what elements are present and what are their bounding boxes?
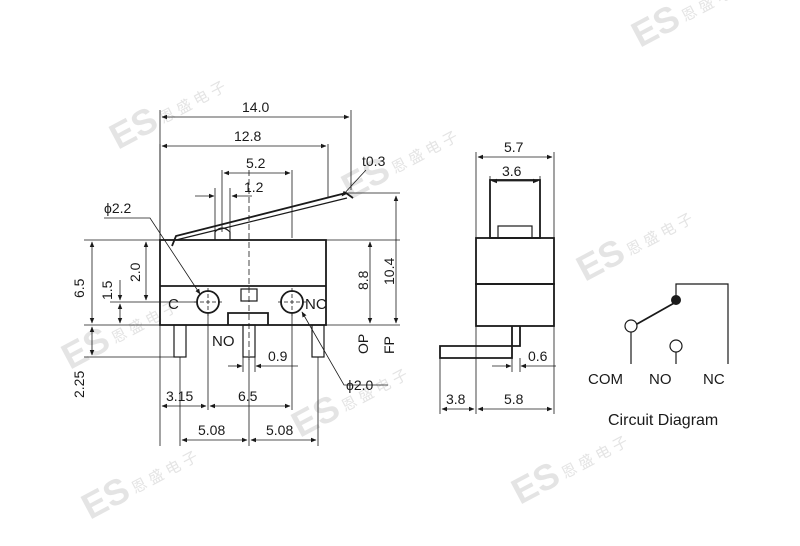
terminal-c-label: C: [168, 296, 179, 313]
watermark-company: 恩 盛 电 子: [389, 128, 461, 177]
watermark-3: ES 恩 盛 电 子: [625, 0, 751, 55]
side-ext-pin: [511, 358, 521, 372]
dim-side-pin-offset: 3.8: [446, 391, 466, 407]
side-bent-pin: [439, 326, 521, 359]
dim-side-plunger-width: 3.6: [502, 163, 522, 179]
side-plunger-base: [497, 225, 533, 239]
hole-center-left: [194, 288, 222, 316]
lever-arm: [171, 192, 354, 247]
ext-pin-width: [242, 357, 256, 372]
dim-pitch-left: 5.08: [198, 422, 225, 438]
hole-center-right: [278, 288, 306, 316]
dim-hole-to-top: 2.0: [127, 262, 143, 282]
pin-nc: [311, 324, 325, 358]
side-ext-top: [475, 152, 555, 238]
dim-hole-center-height: 1.5: [99, 280, 115, 300]
watermark-7: ES 恩 盛 电 子: [505, 433, 631, 512]
label-fp: FP: [381, 336, 397, 354]
watermark-1: ES 恩 盛 电 子: [103, 78, 229, 157]
dim-actuator-width: 1.2: [244, 179, 264, 195]
dim-mount-hole-diameter: ϕ2.2: [104, 200, 132, 216]
front-view: C NC NO 14.0 12.8 5.2 1.2 t0.3 ϕ2.2 6.5 …: [71, 99, 400, 446]
dim-hole-spacing: 6.5: [238, 388, 258, 404]
side-body-lower: [475, 283, 555, 327]
dim-op-height: 8.8: [355, 270, 371, 290]
dim-actuator-offset: 5.2: [246, 155, 266, 171]
watermark-logo: ES: [55, 318, 117, 377]
watermark-8: ES 恩 盛 电 子: [75, 448, 201, 527]
terminal-nc-label: NC: [305, 296, 327, 313]
extension-lines-left: [84, 239, 196, 358]
circuit-com-terminal: [624, 319, 638, 333]
extension-lines-actuator: [221, 170, 293, 238]
side-ext-bottom: [439, 326, 555, 414]
leader-mount-hole: [104, 217, 201, 295]
dim-body-height: 6.5: [71, 278, 87, 298]
label-op: OP: [355, 334, 371, 354]
side-view: 5.7 3.6 0.6 3.8 5.8: [439, 139, 556, 414]
dim-lever-length: 12.8: [234, 128, 261, 144]
watermark-logo: ES: [75, 468, 137, 527]
dim-pin-offset: 3.15: [166, 388, 193, 404]
ext-actuator-width: [214, 188, 231, 232]
dim-pitch-right: 5.08: [266, 422, 293, 438]
watermark-logo: ES: [505, 453, 567, 512]
watermark-logo: ES: [625, 0, 687, 55]
leader-pin-hole: [301, 311, 388, 386]
watermark-company: 恩 盛 电 子: [129, 448, 201, 497]
lever-arm-edge: [175, 197, 348, 241]
body-notch: [227, 312, 269, 325]
watermark-logo: ES: [570, 230, 632, 289]
dim-lever-thickness: t0.3: [362, 153, 386, 169]
watermark-company: 恩 盛 电 子: [679, 0, 751, 25]
watermark-logo: ES: [285, 386, 347, 445]
pin-com: [173, 324, 187, 358]
circuit-diagram: COM NO NC Circuit Diagram: [588, 283, 729, 429]
watermark-company: 恩 盛 电 子: [624, 210, 696, 259]
dim-side-body-depth: 5.8: [504, 391, 524, 407]
circuit-no-label: NO: [649, 371, 672, 388]
dim-fp-height: 10.4: [381, 258, 397, 285]
circuit-no-terminal: [669, 339, 683, 353]
extension-lines-bottom: [159, 313, 319, 446]
circuit-com-label: COM: [588, 371, 623, 388]
extension-lines-lever: [159, 144, 329, 240]
dim-pin-length: 2.25: [71, 371, 87, 398]
side-body-upper: [475, 237, 555, 285]
circuit-nc-wire: [675, 283, 729, 364]
circuit-nc-label: NC: [703, 371, 725, 388]
terminal-no-label: NO: [212, 333, 235, 350]
watermark-company: 恩 盛 电 子: [559, 433, 631, 482]
leader-lever-thickness: [341, 169, 367, 197]
circuit-caption: Circuit Diagram: [608, 412, 718, 429]
dim-side-body-width: 5.7: [504, 139, 524, 155]
dim-side-pin-thickness: 0.6: [528, 348, 548, 364]
dim-overall-length: 14.0: [242, 99, 269, 115]
dim-pin-width: 0.9: [268, 348, 288, 364]
watermark-logo: ES: [103, 98, 165, 157]
dim-pin-hole-diameter: ϕ2.0: [346, 377, 374, 393]
circuit-switch-blade: [636, 301, 677, 325]
watermark-company: 恩 盛 电 子: [157, 78, 229, 127]
watermark-4: ES 恩 盛 电 子: [570, 210, 696, 289]
extension-lines-right: [326, 192, 400, 326]
watermark-6: ES 恩 盛 电 子: [285, 366, 411, 445]
